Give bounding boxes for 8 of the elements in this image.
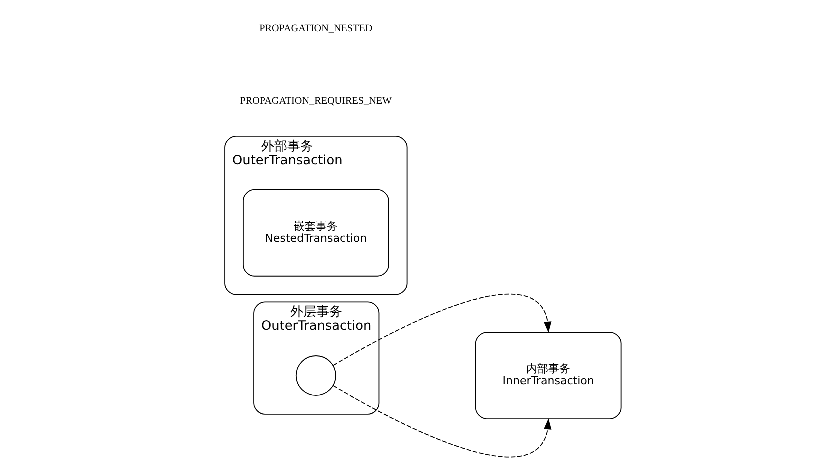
cluster: 外层事务 OuterTransaction bbox=[254, 302, 380, 415]
node-box: 嵌套事务 NestedTransaction bbox=[243, 189, 390, 277]
node-box: 内部事务 InnerTransaction bbox=[475, 332, 622, 420]
label: PROPAGATION_NESTED bbox=[260, 23, 373, 34]
node-circle bbox=[296, 356, 336, 396]
arrow bbox=[332, 385, 552, 458]
arrow bbox=[332, 294, 552, 366]
label: PROPAGATION_REQUIRES_NEW bbox=[240, 96, 392, 108]
